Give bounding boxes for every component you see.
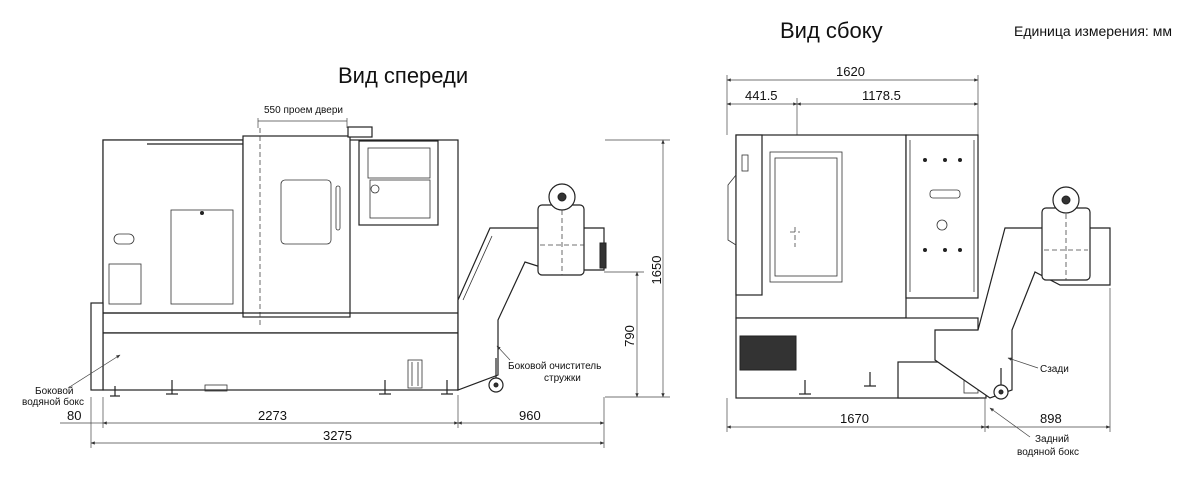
control-screen: [367, 147, 431, 179]
chip-cleaner-label-2: стружки: [544, 373, 581, 384]
side-window-frame: [769, 151, 843, 283]
dim-1650: 1650: [649, 256, 664, 285]
dim-960: 960: [519, 408, 541, 423]
front-machine-body: [90, 126, 459, 397]
rear-water-box-label-1: Задний: [1035, 434, 1069, 445]
coolant-pump: [739, 335, 797, 371]
side-view-title: Вид сбоку: [780, 18, 883, 43]
dim-1620: 1620: [836, 64, 865, 79]
emergency-stop-icon: [370, 184, 380, 194]
base-vent: [407, 359, 423, 389]
signal-lamp: [347, 126, 373, 138]
dim-1178-5: 1178.5: [862, 88, 901, 103]
side-window: [774, 157, 838, 277]
side-bottom-dimensions: 1670 898: [726, 288, 1111, 432]
dim-441-5: 441.5: [745, 88, 778, 103]
dim-898: 898: [1040, 411, 1062, 426]
conveyor-motor: [537, 204, 585, 276]
front-annotations: Боковой водяной бокс Боковой очиститель …: [22, 345, 601, 408]
control-keypad: [369, 179, 431, 219]
side-water-box-label-2: водяной бокс: [22, 396, 84, 408]
chip-conveyor: [457, 183, 607, 393]
left-panel: [170, 209, 234, 305]
side-bracket: [727, 173, 737, 246]
chip-cleaner-label-1: Боковой очиститель: [508, 361, 601, 372]
dim-790: 790: [622, 325, 637, 347]
control-panel: [358, 140, 439, 226]
front-dimensions: 1650 790 80 2273 960 3275: [60, 139, 670, 448]
dim-1670: 1670: [840, 411, 869, 426]
door-window: [280, 179, 332, 245]
dim-80: 80: [67, 408, 81, 423]
machine-base: [102, 332, 459, 391]
door-opening-label: 550 проем двери: [264, 105, 343, 116]
rear-label: Сзади: [1040, 364, 1069, 375]
sliding-door: [242, 135, 351, 318]
side-switch: [741, 154, 749, 172]
base-plate: [204, 384, 228, 392]
leveling-feet: [110, 380, 453, 397]
electrical-cabinet: [905, 134, 979, 299]
front-view: Вид спереди 550 проем двери: [22, 63, 670, 448]
dim-2273: 2273: [258, 408, 287, 423]
side-water-box: [90, 302, 104, 391]
door-handle: [335, 185, 341, 231]
lamp: [113, 233, 135, 245]
side-view: Вид сбоку Единица измерения: мм 1620 441…: [726, 18, 1172, 458]
unit-label: Единица измерения: мм: [1014, 23, 1172, 39]
conveyor-outlet: [599, 242, 607, 269]
dim-3275: 3275: [323, 428, 352, 443]
side-chip-conveyor: [934, 186, 1111, 400]
side-door-edge: [735, 134, 763, 296]
door-opening-dimension: 550 проем двери: [257, 105, 348, 128]
panel-lock: [200, 211, 204, 215]
rear-water-box-label-2: водяной бокс: [1017, 446, 1079, 458]
side-annotations: Сзади Задний водяной бокс: [989, 357, 1079, 458]
front-view-title: Вид спереди: [338, 63, 468, 88]
side-water-box-label-1: Боковой: [35, 386, 74, 397]
side-top-dimensions: 1620 441.5 1178.5: [726, 64, 979, 135]
electrical-box: [108, 263, 142, 305]
